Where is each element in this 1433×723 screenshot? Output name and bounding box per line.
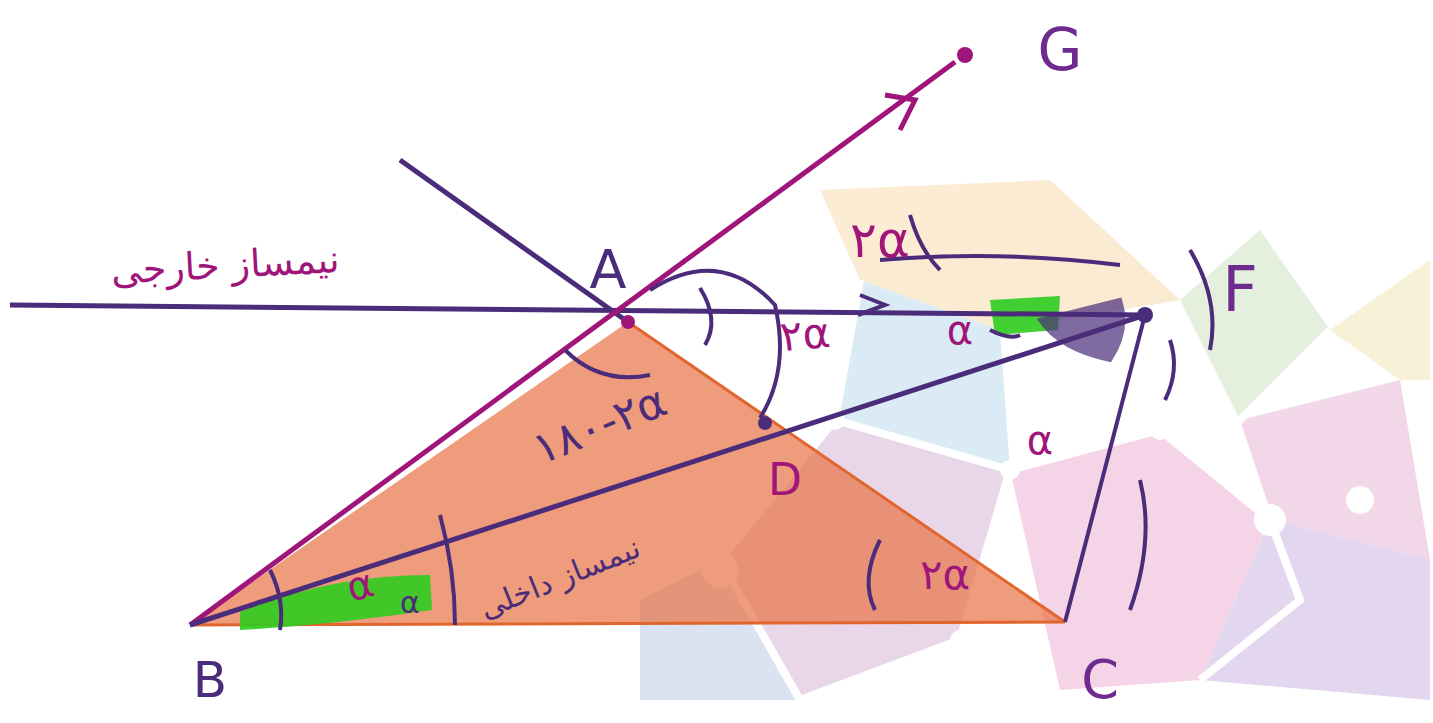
point-label: B (193, 655, 227, 705)
point-label: G (1038, 21, 1083, 79)
point-label: D (768, 458, 802, 502)
angle-label: ۲α (850, 215, 910, 265)
angle-label: α (947, 310, 973, 350)
angle-label: ۲α (778, 312, 832, 358)
point-label: F (1222, 259, 1258, 321)
angle-label: α (1027, 420, 1053, 460)
angle-label: ۲α (920, 554, 970, 596)
point-label: C (1081, 653, 1119, 707)
point-label: A (590, 243, 627, 297)
angle-label: α (400, 588, 420, 618)
bisector-label: نیمساز خارجی (110, 240, 340, 290)
